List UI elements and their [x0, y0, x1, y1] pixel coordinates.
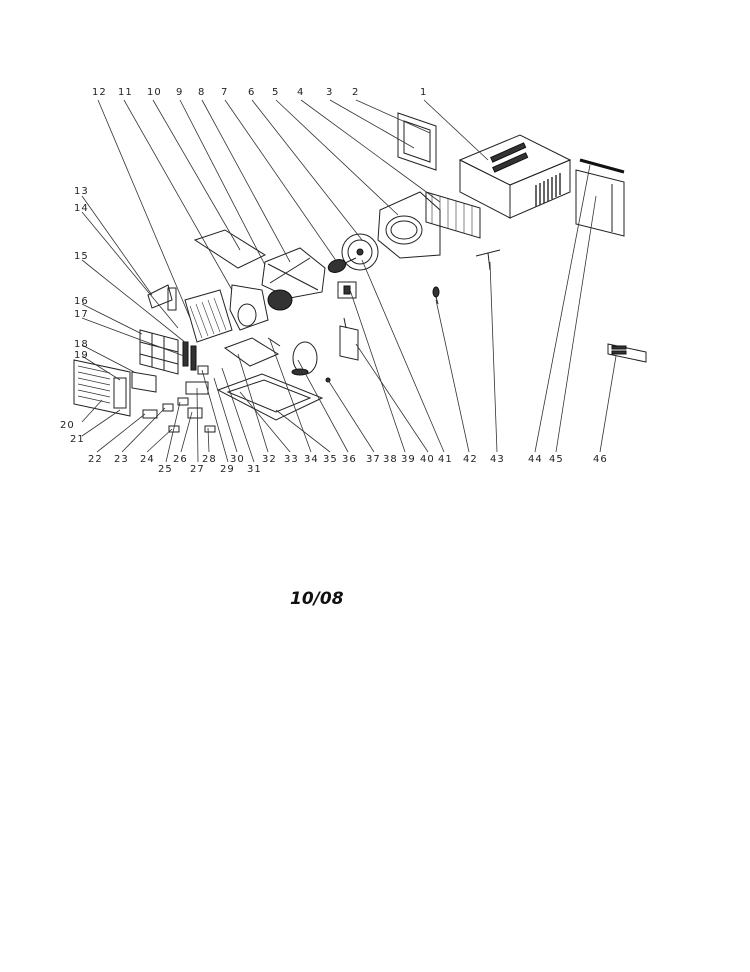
- callout-number: 10: [147, 87, 162, 98]
- leader-lines: [81, 99, 617, 463]
- callout-number: 22: [88, 454, 103, 465]
- callout-number: 24: [140, 454, 155, 465]
- callout-number: 33: [284, 454, 299, 465]
- part-control-box: [339, 317, 359, 361]
- part-motor-bracket: [337, 281, 357, 299]
- callout-number: 44: [528, 454, 543, 465]
- callout-number: 6: [248, 87, 255, 98]
- callout-number: 42: [463, 454, 478, 465]
- callout-number: 5: [272, 87, 279, 98]
- callout-number: 38: [383, 454, 398, 465]
- part-partition: [223, 337, 280, 367]
- callout-number: 34: [304, 454, 319, 465]
- callout-number: 9: [176, 87, 183, 98]
- callout-number: 8: [198, 87, 205, 98]
- part-filter: [139, 329, 179, 375]
- part-grommet: [432, 286, 440, 305]
- callout-number: 36: [342, 454, 357, 465]
- part-compressor: [291, 341, 318, 376]
- callout-number: 4: [297, 87, 304, 98]
- part-shroud: [377, 191, 441, 259]
- part-base-pan: [216, 373, 324, 421]
- callout-number: 14: [74, 203, 89, 214]
- part-blower-housing: [261, 247, 326, 311]
- callout-number: 13: [74, 186, 89, 197]
- callout-number: 19: [74, 350, 89, 361]
- part-condenser-fan: [341, 233, 379, 271]
- callout-number: 20: [60, 420, 75, 431]
- callout-number: 45: [549, 454, 564, 465]
- callout-number: 12: [92, 87, 107, 98]
- callout-number: 35: [323, 454, 338, 465]
- part-louvers: [182, 341, 197, 371]
- callout-number: 28: [202, 454, 217, 465]
- callout-number: 16: [74, 296, 89, 307]
- callout-number: 32: [262, 454, 277, 465]
- callout-number: 21: [70, 434, 85, 445]
- callout-number: 3: [326, 87, 333, 98]
- part-t-bracket: [475, 249, 501, 271]
- left-callouts: 13 14 15 16 17 18 19 20 21: [60, 186, 89, 445]
- part-top-panel: [193, 229, 267, 269]
- callout-number: 27: [190, 464, 205, 475]
- callout-number: 46: [593, 454, 608, 465]
- part-cabinet: [458, 134, 572, 219]
- top-callouts: 12 11 10 9 8 7 6 5 4 3 2 1: [92, 87, 427, 98]
- part-bracket: [147, 284, 177, 311]
- callout-number: 41: [438, 454, 453, 465]
- callout-number: 31: [247, 464, 262, 475]
- callout-number: 17: [74, 309, 89, 320]
- callout-number: 1: [420, 87, 427, 98]
- callout-number: 40: [420, 454, 435, 465]
- part-motor: [327, 257, 357, 273]
- part-label-plate: [607, 343, 647, 363]
- revision-date: 10/08: [290, 589, 344, 609]
- part-condenser: [425, 191, 481, 239]
- callout-number: 29: [220, 464, 235, 475]
- callout-number: 43: [490, 454, 505, 465]
- callout-number: 26: [173, 454, 188, 465]
- callout-number: 2: [352, 87, 359, 98]
- part-side-curtain: [575, 158, 625, 237]
- callout-number: 37: [366, 454, 381, 465]
- callout-number: 15: [74, 251, 89, 262]
- callout-number: 23: [114, 454, 129, 465]
- callout-number: 18: [74, 339, 89, 350]
- callout-number: 30: [230, 454, 245, 465]
- part-evaporator: [184, 289, 233, 343]
- part-scroll: [229, 284, 269, 331]
- part-front-grille: [73, 359, 157, 417]
- callout-number: 11: [118, 87, 133, 98]
- callout-number: 39: [401, 454, 416, 465]
- bottom-callouts: 22 23 24 25 26 27 28 29 30 31 32 33 34 3…: [88, 454, 608, 475]
- callout-number: 25: [158, 464, 173, 475]
- callout-number: 7: [221, 87, 228, 98]
